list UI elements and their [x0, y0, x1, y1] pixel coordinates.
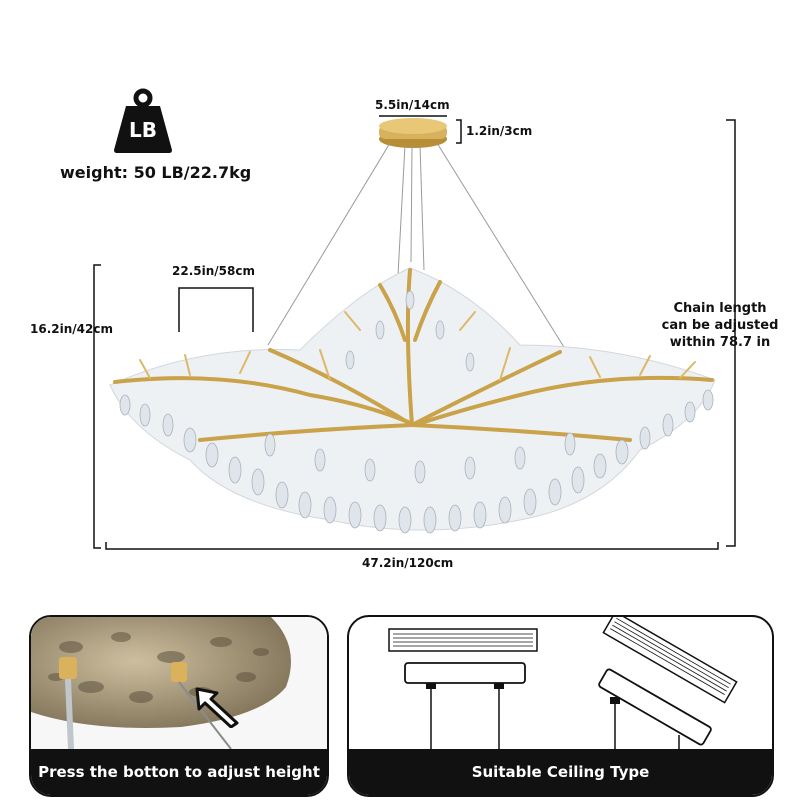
branch-span-bracket — [178, 287, 254, 332]
chain-length-line — [726, 119, 736, 547]
ceiling-type-panel: Suitable Ceiling Type — [347, 615, 774, 797]
branch-span-label: 22.5in/58cm — [172, 264, 255, 278]
weight-bag-icon — [114, 88, 172, 153]
adjust-height-panel: Press the botton to adjust height — [29, 615, 329, 797]
ceiling-type-diagram — [388, 617, 738, 749]
chain-length-note: Chain length can be adjusted within 78.7… — [660, 300, 780, 351]
body-height-line — [93, 264, 101, 549]
flat-ceiling — [388, 628, 538, 749]
weight-text: weight: 50 LB/22.7kg — [60, 163, 252, 182]
pointer-arrow-icon — [195, 687, 239, 728]
canopy-height-bracket — [456, 119, 462, 144]
chain-note-line-2: can be adjusted — [661, 318, 779, 333]
weight-icon: LB — [112, 88, 174, 154]
chandelier-diagram — [93, 115, 736, 550]
canopy-diameter-label: 5.5in/14cm — [375, 98, 450, 112]
total-width-label: 47.2in/120cm — [362, 556, 454, 570]
chain-note-line-1: Chain length — [673, 301, 767, 316]
weight-icon-label: LB — [129, 118, 157, 142]
canopy-closeup-photo — [31, 617, 327, 749]
canopy — [379, 118, 447, 148]
ceiling-type-caption: Suitable Ceiling Type — [349, 749, 772, 795]
total-width-line — [105, 542, 719, 550]
sloped-ceiling — [598, 617, 738, 749]
chain-note-line-3: within 78.7 in — [669, 335, 771, 350]
chandelier-body — [109, 267, 716, 534]
adjust-height-caption: Press the botton to adjust height — [31, 749, 327, 795]
canopy-height-label: 1.2in/3cm — [466, 124, 533, 138]
suspension-wires — [267, 142, 568, 353]
body-height-label: 16.2in/42cm — [30, 322, 113, 336]
